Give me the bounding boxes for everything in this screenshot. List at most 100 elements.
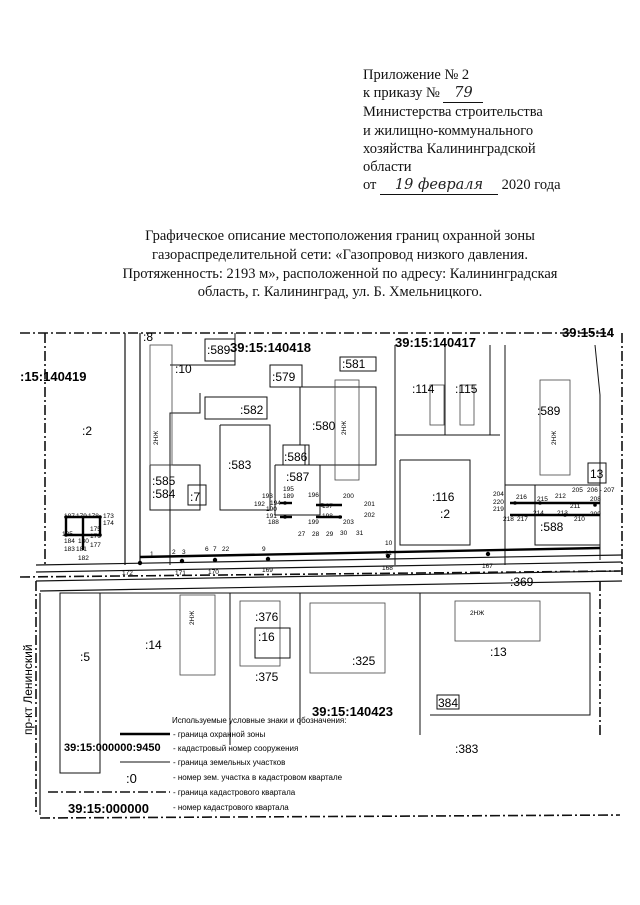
parcel-587: :587 bbox=[286, 470, 310, 484]
point-203: 203 bbox=[343, 519, 354, 526]
legend: Используемые условные знаки и обозначени… bbox=[48, 716, 346, 816]
building-tag-5: 2НЖ bbox=[470, 610, 484, 617]
quarter-140423: 39:15:140423 bbox=[312, 704, 393, 719]
date-handwritten: 19 февраля bbox=[380, 176, 499, 196]
date-prefix: от bbox=[363, 177, 377, 194]
legend-item-parcel: - граница земельных участков bbox=[173, 758, 285, 767]
point-190: 190 bbox=[266, 506, 277, 513]
point-206-207: 206 - 207 bbox=[587, 487, 615, 494]
point-22: 22 bbox=[222, 546, 230, 553]
point-199: 199 bbox=[308, 519, 319, 526]
parcel-14: :14 bbox=[145, 638, 162, 652]
quarter-140419: :15:140419 bbox=[20, 369, 87, 384]
legend-symbol-parcel-number: :0 bbox=[126, 771, 137, 786]
parcel-7: :7 bbox=[190, 490, 200, 504]
point-201: 201 bbox=[364, 501, 375, 508]
parcel-584: :584 bbox=[152, 487, 176, 501]
point-196: 196 bbox=[308, 492, 319, 499]
parcel-585: :585 bbox=[152, 474, 176, 488]
point-170: 170 bbox=[208, 569, 219, 576]
point-27: 27 bbox=[298, 531, 306, 538]
point-197: 197 bbox=[322, 503, 333, 510]
point-177: 177 bbox=[90, 542, 101, 549]
legend-item-quarter: - граница кадастрового квартала bbox=[173, 788, 296, 797]
legend-title: Используемые условные знаки и обозначени… bbox=[172, 716, 346, 725]
building-tag-2: 2НЖ bbox=[341, 421, 348, 435]
point-217: 217 bbox=[517, 516, 528, 523]
point-29: 29 bbox=[326, 531, 334, 538]
point-178: 178 bbox=[88, 513, 99, 520]
parcel-581: :581 bbox=[342, 357, 366, 371]
point-182: 182 bbox=[78, 555, 89, 562]
protection-zone bbox=[64, 501, 601, 559]
parcel-13b: :13 bbox=[490, 645, 507, 659]
point-181: 181 bbox=[76, 546, 87, 553]
point-192: 192 bbox=[254, 501, 265, 508]
point-3: 3 bbox=[182, 549, 186, 556]
point-210: 210 bbox=[574, 516, 585, 523]
point-28: 28 bbox=[312, 531, 320, 538]
parcel-2b: :2 bbox=[440, 507, 450, 521]
title-line-2: газораспределительной сети: «Газопровод … bbox=[152, 246, 528, 263]
order-prefix: к приказу № bbox=[363, 85, 440, 102]
point-180: 180 bbox=[78, 538, 89, 545]
legend-item-parcel-number: - номер зем. участка в кадастровом кварт… bbox=[173, 773, 343, 782]
quarter-right-top: 39:15:14 bbox=[562, 325, 615, 340]
point-172: 172 bbox=[122, 570, 133, 577]
point-10: 10 bbox=[385, 540, 393, 547]
ministry-line-3: хозяйства Калининградской bbox=[363, 140, 536, 157]
parcel-boundaries-upper bbox=[149, 333, 607, 565]
point-30: 30 bbox=[340, 530, 348, 537]
point-187: 187 bbox=[64, 513, 75, 520]
point-9: 9 bbox=[262, 546, 266, 553]
parcel-boundaries-lower bbox=[59, 592, 591, 774]
buildings bbox=[149, 344, 571, 676]
point-200: 200 bbox=[343, 493, 354, 500]
point-184: 184 bbox=[64, 538, 75, 545]
point-185: 185 bbox=[62, 531, 73, 538]
point-194: 194 bbox=[270, 500, 281, 507]
ministry-line-2: и жилищно-коммунального bbox=[363, 122, 534, 139]
parcel-580: :580 bbox=[312, 419, 336, 433]
parcel-8: :8 bbox=[143, 330, 153, 344]
parcel-583: :583 bbox=[228, 458, 252, 472]
parcel-588: :588 bbox=[540, 520, 564, 534]
point-7: 7 bbox=[213, 546, 217, 553]
quarter-140418: 39:15:140418 bbox=[230, 340, 311, 355]
point-2: 2 bbox=[172, 549, 176, 556]
boundary-points bbox=[64, 501, 597, 566]
point-31: 31 bbox=[356, 530, 364, 537]
point-6: 6 bbox=[205, 546, 209, 553]
point-173: 173 bbox=[103, 513, 114, 520]
point-219: 219 bbox=[493, 506, 504, 513]
parcel-325: :325 bbox=[352, 654, 376, 668]
parcel-589b: :589 bbox=[537, 404, 561, 418]
building-tag-1: 2НЖ bbox=[153, 431, 160, 445]
parcel-114: :114 bbox=[412, 382, 435, 396]
point-169: 169 bbox=[262, 567, 273, 574]
point-211: 211 bbox=[570, 503, 581, 510]
ministry-line-4: области bbox=[363, 159, 412, 176]
parcel-375: :375 bbox=[255, 670, 279, 684]
point-175: 175 bbox=[90, 526, 101, 533]
parcel-384: 384 bbox=[438, 696, 458, 710]
point-202: 202 bbox=[364, 512, 375, 519]
parcel-115: :115 bbox=[455, 382, 478, 396]
point-216: 216 bbox=[516, 494, 527, 501]
parcel-2a: :2 bbox=[82, 424, 92, 438]
title-line-4: область, г. Калининград, ул. Б. Хмельниц… bbox=[197, 284, 483, 301]
parcel-589a: :589 bbox=[207, 343, 231, 357]
point-209: 209 bbox=[590, 511, 601, 518]
ministry-line-1: Министерства строительства bbox=[363, 104, 543, 121]
point-220: 220 bbox=[493, 499, 504, 506]
order-number-line: к приказу № 79 bbox=[363, 84, 623, 104]
appendix-line: Приложение № 2 bbox=[363, 67, 470, 83]
point-labels: 172 171 170 169 168 167 1 2 3 6 7 9 10 1… bbox=[62, 486, 615, 577]
parcel-13a: 13 bbox=[590, 467, 604, 481]
quarter-boundaries bbox=[19, 332, 623, 819]
document-title: Графическое описание местоположения гран… bbox=[80, 227, 600, 302]
cadastral-map: 39:15:140418 39:15:140417 :15:140419 39:… bbox=[19, 325, 623, 819]
point-171: 171 bbox=[175, 570, 186, 577]
parcel-5: :5 bbox=[80, 650, 90, 664]
parcel-586: :586 bbox=[284, 450, 308, 464]
